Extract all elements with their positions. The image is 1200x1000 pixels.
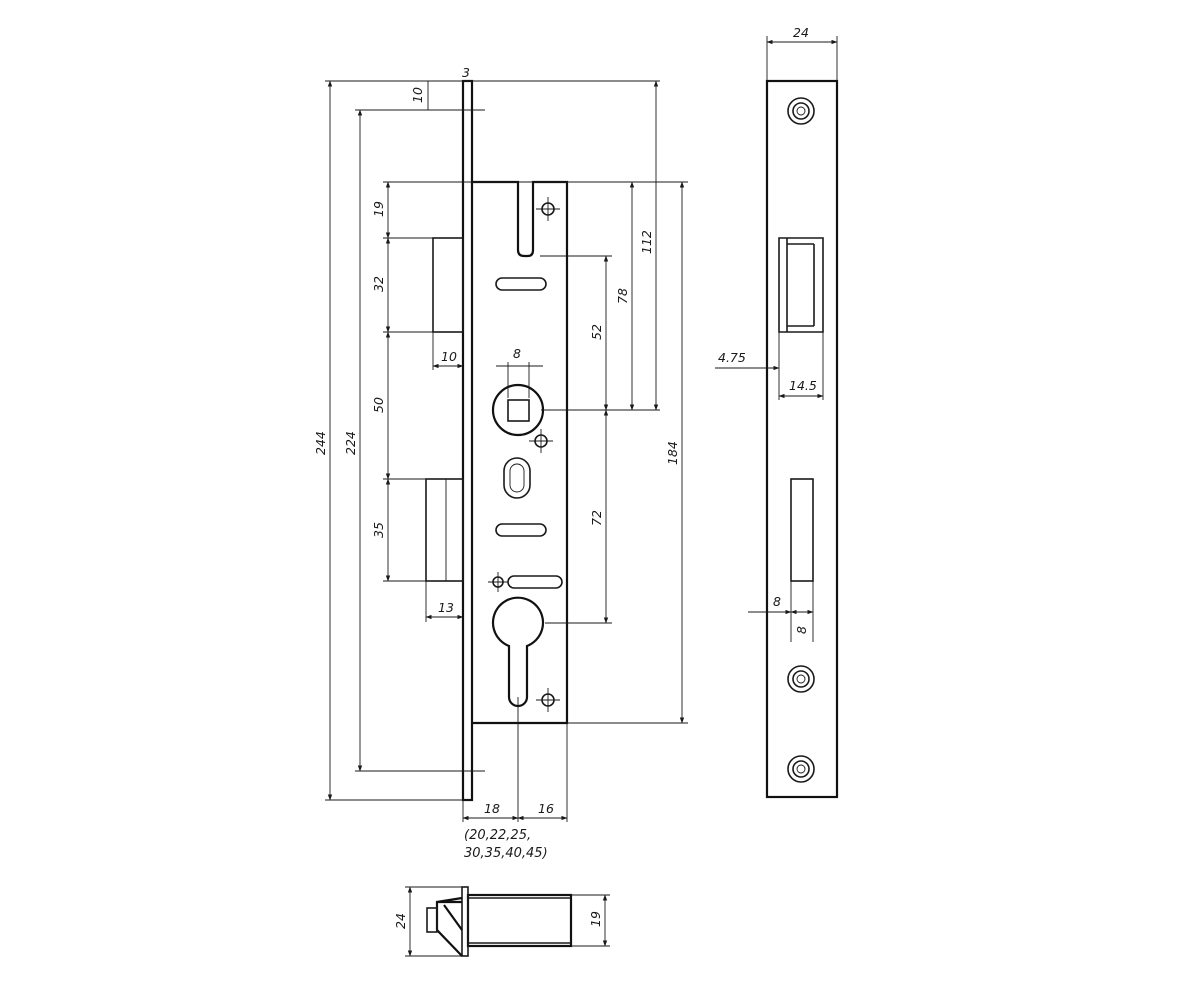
- dim-latch-body-height: 19: [588, 911, 603, 927]
- latch-body: [466, 893, 573, 948]
- dim-spindle-to-cylinder: 72: [589, 510, 604, 526]
- dim-spindle-from-top-a: 78: [615, 288, 630, 304]
- dim-inner-length: 224: [343, 431, 358, 455]
- backset-options-line2: 30,35,40,45): [464, 846, 548, 861]
- dim-top-offset: 10: [410, 87, 425, 103]
- dim-bolt-height: 35: [371, 522, 386, 538]
- dead-bolt: [425, 478, 464, 582]
- screw-hole: [536, 197, 560, 221]
- latch-bolt: [432, 237, 464, 333]
- side-view: 24 4.75 14.5 8 8: [715, 25, 839, 799]
- screw-hole: [488, 572, 508, 592]
- dim-latch-overall-height: 24: [393, 913, 408, 929]
- dim-latch-top-offset: 19: [371, 201, 386, 217]
- latch-detail-view: 24 19: [393, 886, 610, 957]
- dim-bolt-offset: 8: [773, 594, 781, 609]
- dim-spindle-to-slot: 52: [589, 324, 604, 340]
- faceplate: [461, 79, 474, 802]
- bolt-window: [790, 478, 814, 582]
- dim-total-length: 244: [313, 431, 328, 455]
- mounting-slot: [507, 575, 563, 589]
- dim-latch-width: 14.5: [789, 378, 817, 393]
- dim-latch-height: 32: [371, 276, 386, 292]
- dim-spindle-from-top-b: 112: [639, 230, 654, 254]
- front-view: 3 10 244 224 19 32 50 35 10 13 8 52 78 1…: [313, 65, 688, 861]
- backset-options-line1: (20,22,25,: [464, 828, 531, 843]
- latch-window: [778, 237, 824, 333]
- mounting-screw: [787, 755, 815, 783]
- lock-case: [472, 180, 569, 725]
- screw-hole: [529, 429, 553, 453]
- dim-latch-offset: 4.75: [718, 350, 746, 365]
- latch-tip: [426, 907, 438, 933]
- mounting-slot: [495, 523, 547, 537]
- latch-tongue: [435, 896, 463, 957]
- dim-backset: 18: [484, 801, 500, 816]
- dim-spindle-size: 8: [513, 346, 521, 361]
- dim-latch-to-bolt: 50: [371, 397, 386, 413]
- screw-hole: [536, 688, 560, 712]
- dim-backset-right: 16: [538, 801, 554, 816]
- dim-bolt-width: 8: [794, 626, 809, 634]
- dim-plate-width: 24: [793, 25, 809, 40]
- dim-faceplate-thickness: 3: [462, 65, 470, 80]
- mounting-screw: [787, 97, 815, 125]
- faceplate-face: [765, 79, 839, 799]
- dim-case-height: 184: [665, 441, 680, 465]
- mounting-slot: [495, 277, 547, 291]
- oval-hole: [503, 457, 531, 499]
- mounting-screw: [787, 665, 815, 693]
- dim-latch-projection: 10: [441, 349, 457, 364]
- spindle-square: [507, 399, 530, 422]
- latch-flange: [461, 886, 469, 957]
- cylinder-cutout: [491, 596, 545, 708]
- dim-bolt-projection: 13: [438, 600, 454, 615]
- spindle-hub: [491, 383, 545, 437]
